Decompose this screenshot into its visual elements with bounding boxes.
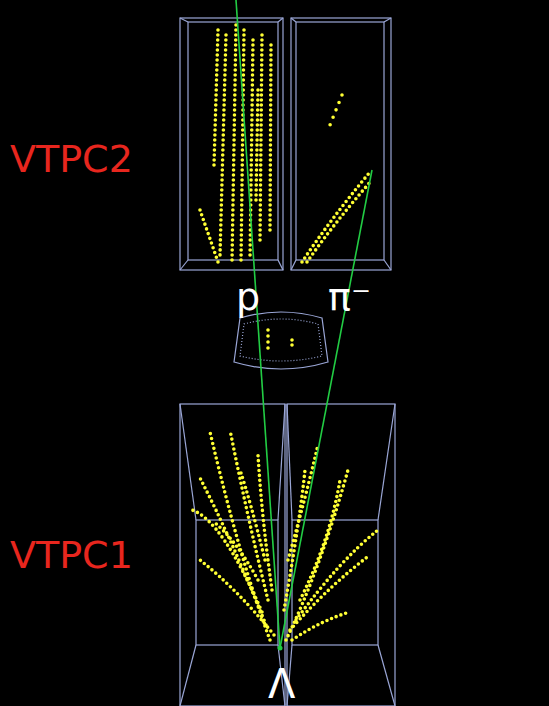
particle-label: π⁻: [328, 278, 371, 316]
detector-label: VTPC1: [10, 536, 133, 574]
track-hits: [192, 25, 378, 640]
detector-label: VTPC2: [10, 140, 133, 178]
particle-label: Λ: [268, 664, 295, 704]
detector-outlines: [180, 18, 395, 706]
particle-label: p: [236, 278, 260, 316]
v0-daughter-lines: [236, 0, 372, 648]
decay-vertex: [278, 646, 283, 651]
